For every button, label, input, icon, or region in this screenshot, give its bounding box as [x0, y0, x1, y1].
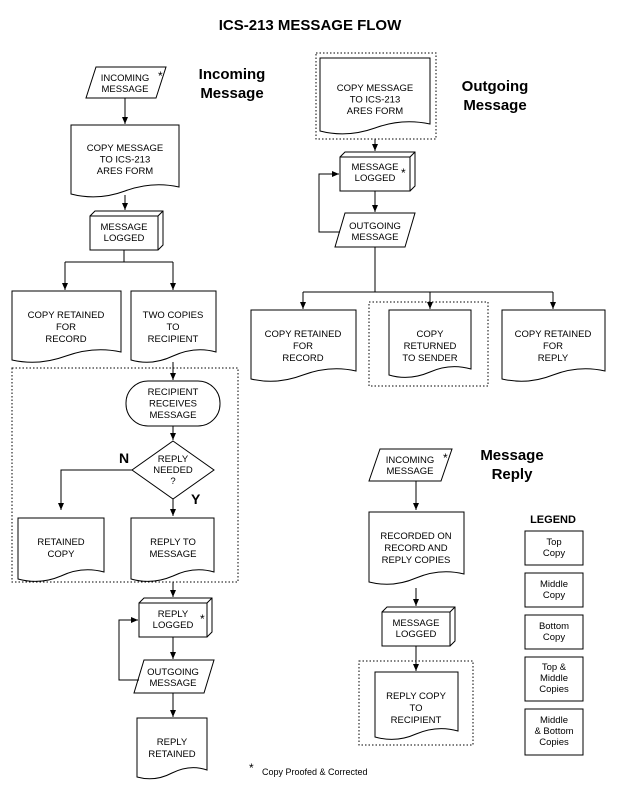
two-copies-document: [130, 290, 217, 363]
split-connector: [65, 250, 173, 263]
recipient-group-box: [11, 367, 239, 583]
reply-incoming-input: [368, 448, 453, 482]
outgoing-logged-star: *: [401, 166, 406, 180]
copy-retained-reply-document: [501, 309, 606, 382]
outgoing-split-connector: [303, 247, 553, 293]
recorded-copies-document: [368, 511, 465, 585]
reply-copy-recipient-document: [374, 671, 459, 740]
reply-incoming-star: *: [443, 451, 448, 465]
copy-retained-record-document: [11, 290, 122, 363]
footnote-text: Copy Proofed & Corrected: [262, 767, 368, 777]
outgoing-loop-connector: [318, 171, 340, 233]
copy-form-document: [70, 124, 180, 198]
copy-returned-document: [388, 309, 472, 378]
reply-to-message-document: [130, 517, 215, 582]
no-branch-connector: [58, 469, 132, 510]
outgoing-copy-form-document: [319, 57, 431, 135]
legend-title: LEGEND: [530, 514, 576, 526]
outgoing-retained-record-document: [250, 309, 357, 382]
reply-logged-star: *: [200, 612, 205, 626]
outgoing-form-group-box: [315, 52, 437, 140]
incoming-outgoing-parallelogram: [133, 659, 215, 694]
retained-copy-document: [17, 517, 105, 582]
reply-retained-document: [136, 717, 208, 780]
outgoing-message-parallelogram: [334, 212, 416, 248]
incoming-star: *: [158, 69, 163, 83]
page-title: ICS-213 MESSAGE FLOW: [219, 17, 402, 34]
no-label: N: [119, 450, 129, 466]
incoming-message-input: [85, 66, 167, 99]
footnote-star: *: [249, 761, 254, 775]
reply-loop-connector: [118, 617, 139, 681]
yes-label: Y: [191, 491, 201, 507]
